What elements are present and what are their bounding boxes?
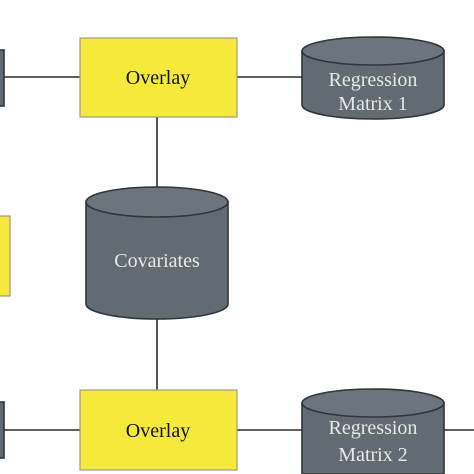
overlay-bottom-node: Overlay — [79, 389, 238, 471]
regression-matrix-2-label-line1: Regression — [329, 417, 418, 439]
overlay-bottom-label: Overlay — [126, 420, 190, 442]
covariates-body — [85, 201, 229, 320]
overlay-top-label: Overlay — [126, 67, 190, 89]
regression-matrix-2-label-line2: Matrix 2 — [338, 444, 407, 466]
overlay-top-node: Overlay — [79, 37, 238, 118]
regression-matrix-2-top — [301, 388, 445, 418]
overlay-bottom-box — [79, 389, 238, 471]
overlay-top-box — [79, 37, 238, 118]
left-partial-middle-box — [0, 215, 11, 297]
regression-matrix-1-label-line2: Matrix 1 — [338, 93, 407, 115]
left-partial-top-cylinder — [0, 49, 5, 107]
left-partial-bottom-cylinder — [0, 401, 5, 459]
covariates-label: Covariates — [114, 250, 200, 272]
regression-matrix-1-body — [301, 50, 445, 120]
regression-matrix-1-top — [301, 36, 445, 66]
covariates-cylinder: Covariates — [85, 186, 229, 320]
regression-matrix-2-cylinder: Regression Matrix 2 — [301, 388, 445, 474]
covariates-top — [85, 186, 229, 218]
regression-matrix-1-label-line1: Regression — [329, 69, 418, 91]
regression-matrix-1-cylinder: Regression Matrix 1 — [301, 36, 445, 120]
